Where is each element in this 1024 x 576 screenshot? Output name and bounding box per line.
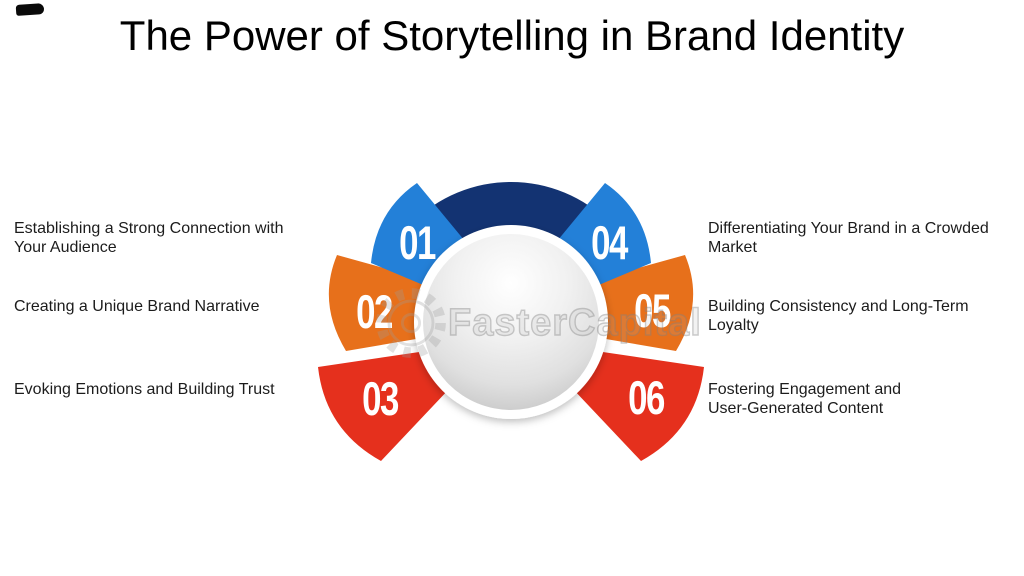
- petal-label-03: Evoking Emotions and Building Trust: [14, 381, 275, 398]
- petal-02: [328, 255, 431, 351]
- petal-label-02: Creating a Unique Brand Narrative: [14, 298, 260, 315]
- top-arc: [412, 181, 610, 255]
- page-title: The Power of Storytelling in Brand Ident…: [119, 12, 905, 59]
- petal-label-01: Establishing a Strong Connection with Yo…: [14, 220, 284, 256]
- petal-06: [572, 351, 704, 461]
- petal-label-04: Differentiating Your Brand in a Crowded …: [708, 220, 989, 256]
- petal-03: [318, 351, 450, 461]
- petal-05: [591, 255, 694, 351]
- petal-label-05: Building Consistency and Long-Term Loyal…: [708, 298, 969, 334]
- center-sphere: [423, 234, 599, 410]
- petal-number-01: 01: [399, 215, 436, 269]
- petal-number-02: 02: [356, 284, 393, 338]
- petal-label-06: Fostering Engagement and User-Generated …: [708, 381, 902, 417]
- petal-number-03: 03: [362, 371, 399, 425]
- petal-number-06: 06: [628, 370, 665, 424]
- petal-number-05: 05: [634, 283, 671, 337]
- petal-number-04: 04: [591, 215, 628, 269]
